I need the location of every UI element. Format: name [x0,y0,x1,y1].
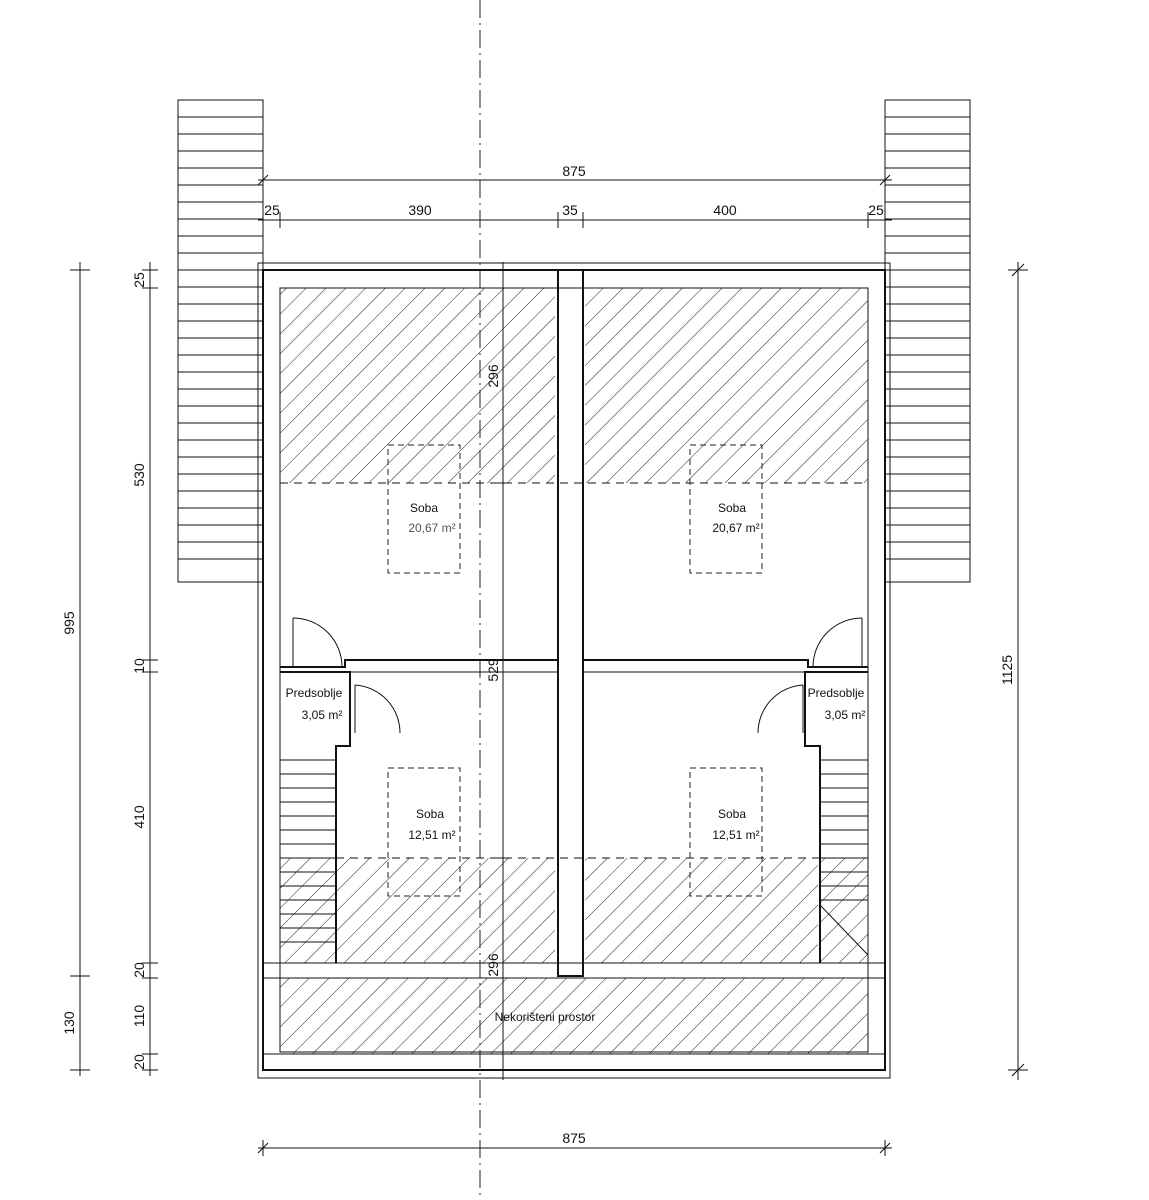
room-area-lower-right: 12,51 m² [712,828,759,842]
door-left-upper [292,617,343,668]
room-area-upper-left: 20,67 m² [408,521,455,535]
hall-name-right: Predsoblje [808,686,865,700]
dim-top-mid-wall: 35 [562,202,578,218]
top-dimension-chain: 875 25 390 35 400 25 [257,163,892,228]
dim-left-wall-20a: 20 [131,962,147,978]
inner-stair-right [819,759,869,956]
left-inner-dimension-chain: 25 530 10 410 20 110 20 [131,262,158,1076]
dim-left-upper-room: 530 [131,463,147,487]
room-name-upper-right: Soba [718,501,746,515]
dim-inner-upper: 296 [485,364,501,388]
dim-top-total: 875 [562,163,586,179]
inner-axis-dimension: 296 529 296 [485,287,509,1055]
dim-left-total: 995 [61,611,77,635]
room-name-lower-left: Soba [416,807,444,821]
door-right-upper [812,617,863,668]
left-outer-dimension: 995 130 [61,262,90,1076]
unused-space-label: Nekorišteni prostor [495,1010,596,1024]
right-stair [884,99,971,583]
room-name-lower-right: Soba [718,807,746,821]
partition-walls [280,659,868,963]
door-right-lower [757,684,804,734]
dim-left-lower-room: 410 [131,805,147,829]
dim-inner-lower: 296 [485,953,501,977]
door-left-lower [354,684,401,734]
dim-left-top-wall: 25 [131,272,147,288]
left-stair [177,99,264,583]
dim-left-bottom-total: 130 [61,1011,77,1035]
dim-inner-mid: 529 [485,658,501,682]
roof-windows [387,444,763,897]
party-wall [502,262,584,1080]
hall-area-right: 3,05 m² [825,708,866,722]
dim-top-right-wall: 25 [868,202,884,218]
room-area-lower-left: 12,51 m² [408,828,455,842]
inner-stair-left [280,759,336,943]
dim-left-unused: 110 [131,1005,147,1028]
room-name-upper-left: Soba [410,501,438,515]
dim-left-partition: 10 [131,658,147,674]
hatched-areas [280,288,868,1054]
right-outer-dimension: 1125 [999,262,1028,1080]
room-area-upper-right: 20,67 m² [712,521,759,535]
dim-bottom-total: 875 [562,1130,586,1146]
hall-name-left: Predsoblje [286,686,343,700]
dim-top-right-room: 400 [713,202,737,218]
dim-right-total: 1125 [999,655,1015,685]
bottom-dimension: 875 [257,1130,892,1156]
hall-area-left: 3,05 m² [302,708,343,722]
dim-top-left-wall: 25 [264,202,280,218]
dim-top-left-room: 390 [408,202,432,218]
dim-left-wall-20b: 20 [131,1054,147,1070]
